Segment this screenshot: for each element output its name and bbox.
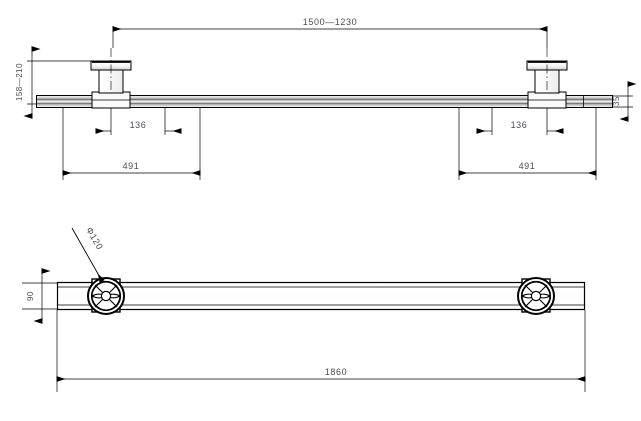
- dimension-overall-length: 1860: [56, 310, 586, 392]
- rosette-flange-left: [87, 277, 125, 315]
- side-elevation-view: 1500—1230 158—210: [15, 17, 637, 180]
- dimension-label-end-to-bracket-left: 491: [123, 161, 140, 171]
- dimension-plan-bar-width: 90: [22, 268, 57, 324]
- rosette-flange-right: [517, 277, 555, 315]
- dimension-label-bracket-offset-right: 136: [511, 120, 528, 130]
- dimension-overall-span: 1500—1230: [112, 17, 548, 48]
- dimension-label-plan-bar-width: 90: [26, 291, 35, 301]
- plan-bar-body: [57, 282, 585, 310]
- flange-center-hub: [530, 290, 542, 302]
- dimension-bracket-offset-right: 136: [476, 108, 564, 135]
- plan-view: Φ120 90 1860: [22, 225, 586, 392]
- dimension-end-to-bracket-left: 491: [62, 108, 201, 180]
- dimension-bracket-offset-left: 136: [95, 108, 182, 135]
- dimension-label-overall-span: 1500—1230: [303, 17, 357, 27]
- dimension-label-end-to-bracket-right: 491: [519, 161, 536, 171]
- wall-bracket-right: [526, 48, 568, 109]
- bar-body: [36, 95, 613, 108]
- dimension-end-to-bracket-right: 491: [458, 108, 597, 180]
- dimension-label-bracket-offset-left: 136: [130, 120, 147, 130]
- dimension-label-overall-length: 1860: [325, 367, 347, 377]
- stabilizer-bar-plan: [56, 281, 586, 311]
- dimension-bar-thickness: 35: [612, 81, 637, 122]
- stabilizer-bar-elevation: [36, 95, 613, 108]
- flange-center-hub: [100, 290, 112, 302]
- dimension-label-bar-thickness: 35: [612, 96, 621, 106]
- dimension-label-bracket-height: 158—210: [15, 63, 24, 101]
- wall-bracket-left: [90, 48, 132, 109]
- leader-line: [71, 227, 105, 283]
